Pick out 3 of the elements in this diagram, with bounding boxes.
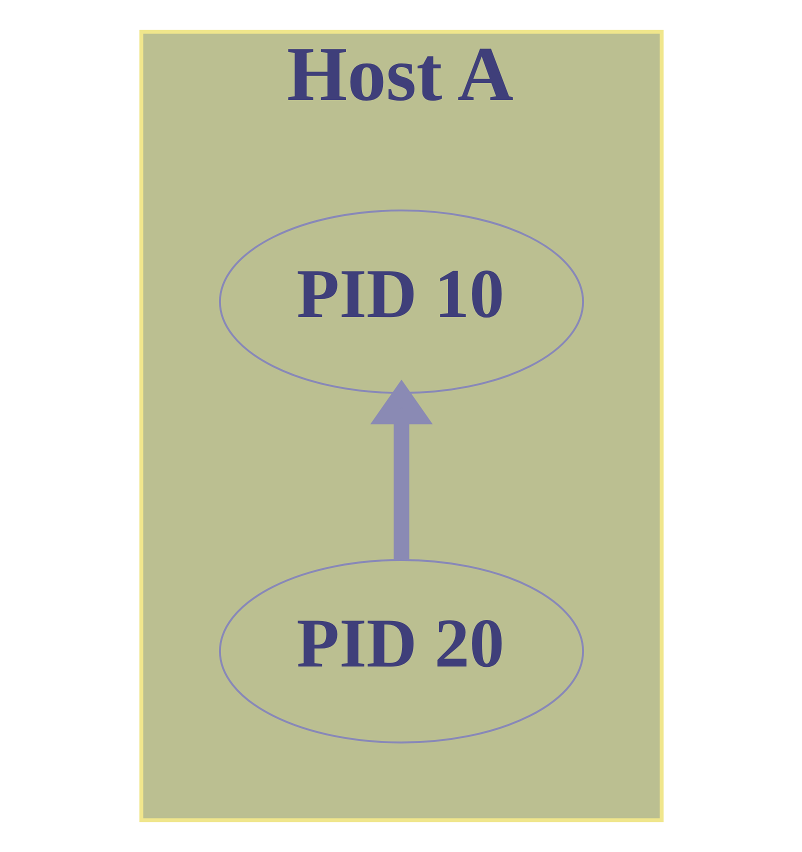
node-ellipse: PID 20 xyxy=(218,559,584,744)
node-ellipse: PID 10 xyxy=(218,210,584,394)
arrow xyxy=(370,380,432,560)
